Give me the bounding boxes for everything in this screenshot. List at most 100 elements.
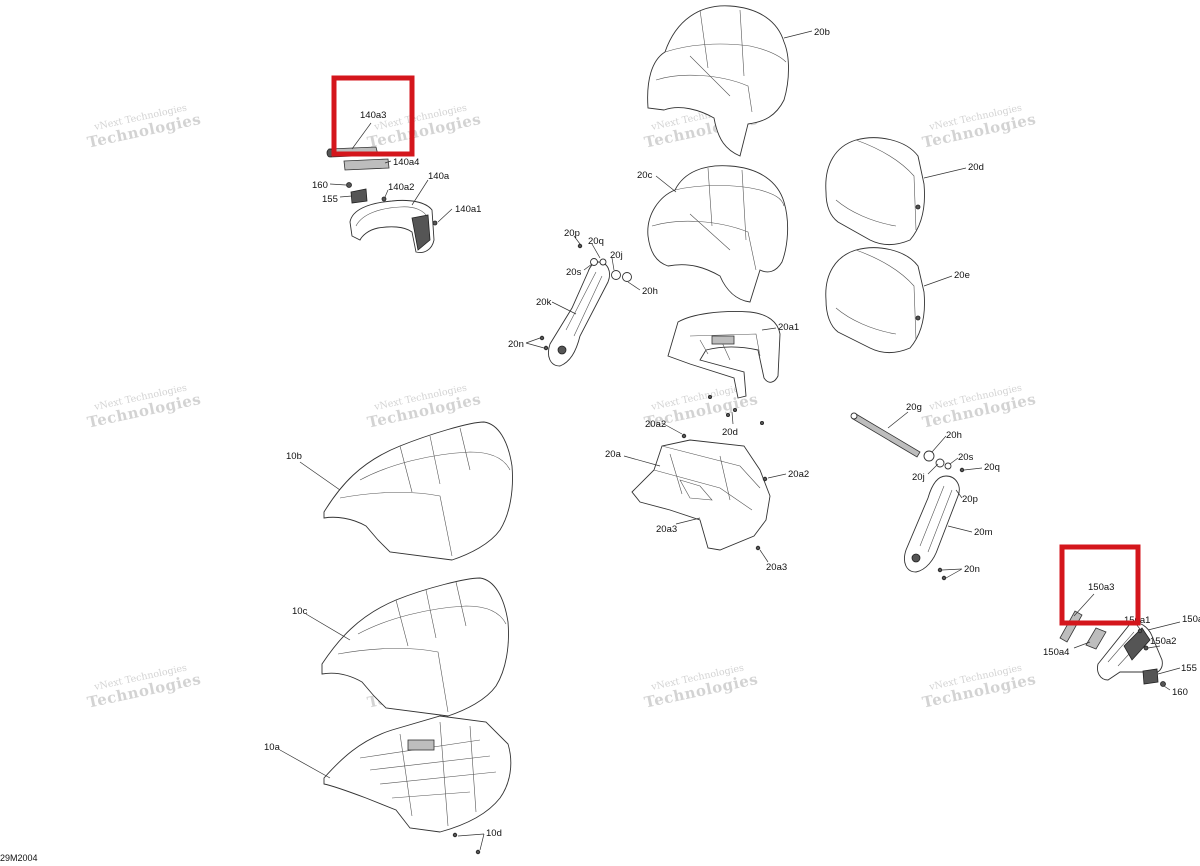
washer-20h-left [622, 272, 632, 282]
backrest-frame-20a1: 20a1 [667, 311, 799, 399]
callout-160-right: 160 [1172, 687, 1188, 698]
highlight-box-150a3 [1059, 544, 1141, 626]
callout-20a2: 20a2 [788, 469, 809, 480]
callout-20n-left: 20n [508, 339, 524, 350]
callout-20s-left: 20s [566, 267, 582, 278]
handle-140a-cap [411, 214, 431, 251]
watermark: vNext Technologies Technologies [921, 103, 1038, 152]
watermark: vNext Technologies Technologies [86, 103, 203, 152]
watermark: vNext Technologies Technologies [86, 663, 203, 712]
screw-20n-right-b [941, 575, 947, 581]
watermark: vNext Technologies Technologies [921, 663, 1038, 712]
callout-20j-right: 20j [912, 472, 925, 483]
callout-20q-right: 20q [984, 462, 1000, 473]
callout-20g: 20g [906, 402, 922, 413]
callout-20a: 20a [605, 449, 622, 460]
grip-cover-140a4 [343, 158, 390, 171]
callout-20a3: 20a3 [656, 524, 677, 535]
callout-20a2-top: 20a2 [645, 419, 666, 430]
figure-id: 29M2004 [0, 853, 38, 863]
backrest-20c: 20c [637, 165, 789, 303]
watermark: vNext Technologies Technologies [366, 103, 483, 152]
handle-140a [349, 199, 435, 253]
callout-20p-right: 20p [962, 494, 978, 505]
handle-150a-cap [1123, 627, 1151, 661]
washer-20s-left [590, 258, 598, 266]
screw-20n-right-a [937, 567, 943, 573]
callout-20s-right: 20s [958, 452, 974, 463]
callout-20a3-bottom: 20a3 [766, 562, 787, 573]
callout-150a: 150a [1182, 614, 1200, 625]
cap-155 [350, 188, 368, 204]
seat-base-10a: 10a 10d [264, 715, 512, 855]
seat-base-20a: 20d 20a2 20a 20a2 20a3 20a3 [605, 394, 809, 573]
handle-assembly-right: 150a3 150a1 150a 150a2 150a4 155 160 [1043, 544, 1200, 698]
seat-cover-10b: 10b [286, 421, 513, 561]
callout-20a1: 20a1 [778, 322, 799, 333]
callout-140a4: 140a4 [393, 157, 419, 168]
backrest-pad-20d: 20d [825, 137, 984, 245]
callout-20b: 20b [814, 27, 830, 38]
screw-20p-left [577, 243, 583, 249]
callout-20d: 20d [968, 162, 984, 173]
callout-10b: 10b [286, 451, 302, 462]
screw-10d-b [475, 849, 481, 855]
highlight-box-140a3 [331, 75, 415, 157]
screw-10d-a [452, 832, 458, 838]
backrest-cover-20b: 20b [647, 5, 830, 157]
washer-20s-right [944, 462, 952, 470]
callout-140a1: 140a1 [455, 204, 481, 215]
washer-20q-left [599, 258, 607, 266]
callout-10a: 10a [264, 742, 281, 753]
washer-20h-right [923, 450, 935, 462]
callout-155: 155 [322, 194, 338, 205]
watermark: vNext Technologies Technologies [366, 383, 483, 432]
backrest-arm-20m: 20g 20h 20s 20q 20j 20p 20m 20n [850, 402, 1000, 581]
callout-150a2: 150a2 [1150, 636, 1176, 647]
callout-20e: 20e [954, 270, 970, 281]
washer-20j-left [611, 270, 621, 280]
backrest-pad-20e: 20e [825, 247, 970, 353]
callout-10c: 10c [292, 606, 308, 617]
watermark: vNext Technologies Technologies [921, 383, 1038, 432]
screw-20a2-top [681, 433, 687, 439]
washer-20j-right [935, 458, 945, 468]
seat-cover-10c: 10c [292, 577, 509, 717]
watermark: vNext Technologies Technologies [643, 663, 760, 712]
watermark: vNext Technologies Technologies [86, 383, 203, 432]
callout-20h-right: 20h [946, 430, 962, 441]
callout-140a2: 140a2 [388, 182, 414, 193]
screw-20n-left-b [543, 345, 549, 351]
shaft-20g [852, 413, 921, 458]
grip-tube-150a3 [1059, 610, 1083, 643]
screw-20q-right [959, 467, 965, 473]
callout-20n-right: 20n [964, 564, 980, 575]
bolt-150a2 [1143, 645, 1149, 651]
callout-155-right: 155 [1181, 663, 1197, 674]
callout-150a3: 150a3 [1088, 582, 1114, 593]
bolt-140a2 [381, 196, 387, 202]
callout-160: 160 [312, 180, 328, 191]
callout-140a3: 140a3 [360, 110, 386, 121]
screw-160-right [1160, 681, 1166, 687]
callout-150a4: 150a4 [1043, 647, 1069, 658]
callout-20q-left: 20q [588, 236, 604, 247]
callout-20p-left: 20p [564, 228, 580, 239]
callout-10d: 10d [486, 828, 502, 839]
screw-20a3 [755, 545, 761, 551]
screw-150a1 [1137, 628, 1143, 634]
callout-20k: 20k [536, 297, 552, 308]
handle-assembly-left: 140a3 140a4 160 155 140a2 140a 140a1 [312, 75, 481, 253]
callout-20m: 20m [974, 527, 993, 538]
callout-20d-mid: 20d [722, 427, 738, 438]
screw-160 [346, 182, 352, 188]
callout-20c: 20c [637, 170, 653, 181]
screw-20n-left-a [539, 335, 545, 341]
callout-20j-left: 20j [610, 250, 623, 261]
callout-140a: 140a [428, 171, 450, 182]
backrest-arm-20k: 20p 20q 20j 20s 20h 20k 20n [508, 228, 658, 367]
cap-155-right [1142, 668, 1159, 685]
screw-140a1 [432, 220, 438, 226]
grip-cover-150a4 [1085, 627, 1107, 650]
